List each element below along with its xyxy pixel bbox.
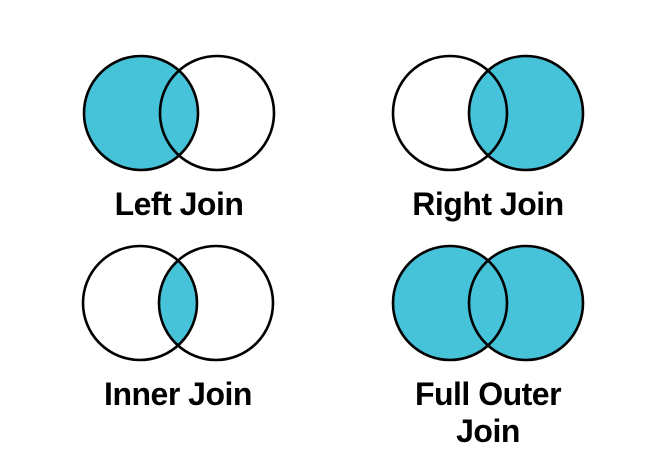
right-circle-outline bbox=[467, 244, 585, 362]
right-join-venn bbox=[391, 54, 585, 172]
left-circle-outline bbox=[81, 244, 199, 362]
intersection-fill bbox=[468, 260, 508, 346]
right-circle-outline bbox=[158, 54, 276, 172]
left-circle-outline bbox=[82, 54, 200, 172]
left-join-venn bbox=[82, 54, 276, 172]
intersection-fill bbox=[158, 260, 198, 346]
left-circle-outline bbox=[391, 54, 509, 172]
inner-join-venn bbox=[81, 244, 275, 362]
left-join-diagram: Left Join bbox=[79, 52, 279, 223]
left-circle-outline bbox=[391, 244, 509, 362]
intersection-fill bbox=[159, 70, 199, 156]
right-join-diagram: Right Join bbox=[388, 52, 588, 223]
full-outer-join-label: Full Outer Join bbox=[414, 376, 562, 449]
right-circle-outline bbox=[467, 54, 585, 172]
left-join-label: Left Join bbox=[114, 186, 244, 222]
intersection-fill bbox=[468, 70, 508, 156]
inner-join-label: Inner Join bbox=[104, 376, 252, 412]
right-circle-outline bbox=[157, 244, 275, 362]
right-join-label: Right Join bbox=[412, 186, 564, 222]
full-outer-join-venn bbox=[391, 244, 585, 362]
full-outer-join-diagram: Full Outer Join bbox=[388, 242, 588, 450]
inner-join-diagram: Inner Join bbox=[78, 242, 278, 413]
